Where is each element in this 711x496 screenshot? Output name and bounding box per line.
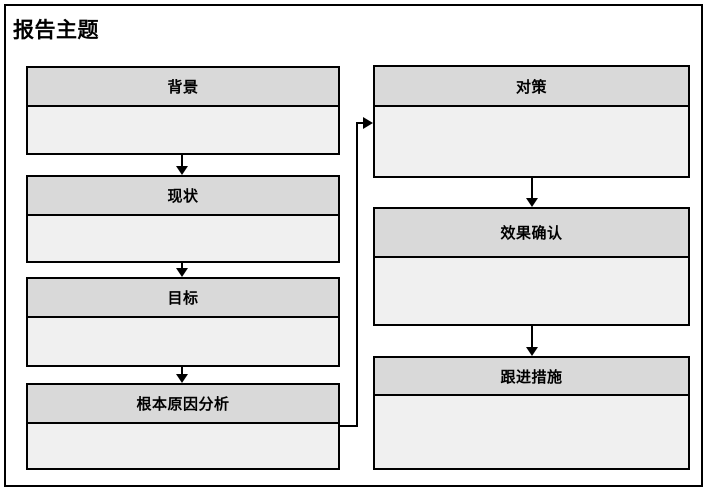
- node-root-cause-analysis-header: 根本原因分析: [28, 385, 338, 424]
- connector-countermeasure-to-effect: [525, 178, 539, 207]
- node-root-cause-analysis-body[interactable]: [28, 424, 338, 468]
- node-followup-action-header: 跟进措施: [375, 358, 688, 396]
- node-goal-body[interactable]: [28, 318, 338, 365]
- node-followup-action-body[interactable]: [375, 396, 688, 468]
- node-background[interactable]: 背景: [26, 66, 340, 155]
- node-effect-confirmation[interactable]: 效果确认: [373, 207, 690, 326]
- node-current-status-header: 现状: [28, 177, 338, 216]
- node-followup-action[interactable]: 跟进措施: [373, 356, 690, 470]
- connector-effect-to-followup: [525, 326, 539, 356]
- node-goal[interactable]: 目标: [26, 277, 340, 367]
- connector-goal-to-root-cause: [175, 367, 189, 383]
- node-root-cause-analysis[interactable]: 根本原因分析: [26, 383, 340, 470]
- node-countermeasure[interactable]: 对策: [373, 65, 690, 178]
- node-background-header: 背景: [28, 68, 338, 107]
- node-current-status-body[interactable]: [28, 216, 338, 261]
- connector-root-cause-to-countermeasure: [338, 116, 378, 432]
- node-countermeasure-header: 对策: [375, 67, 688, 107]
- node-goal-header: 目标: [28, 279, 338, 318]
- node-effect-confirmation-body[interactable]: [375, 258, 688, 324]
- connector-status-to-goal: [175, 263, 189, 277]
- node-countermeasure-body[interactable]: [375, 107, 688, 176]
- node-current-status[interactable]: 现状: [26, 175, 340, 263]
- node-background-body[interactable]: [28, 107, 338, 153]
- page-title: 报告主题: [13, 18, 99, 42]
- node-effect-confirmation-header: 效果确认: [375, 209, 688, 258]
- connector-background-to-status: [175, 155, 189, 175]
